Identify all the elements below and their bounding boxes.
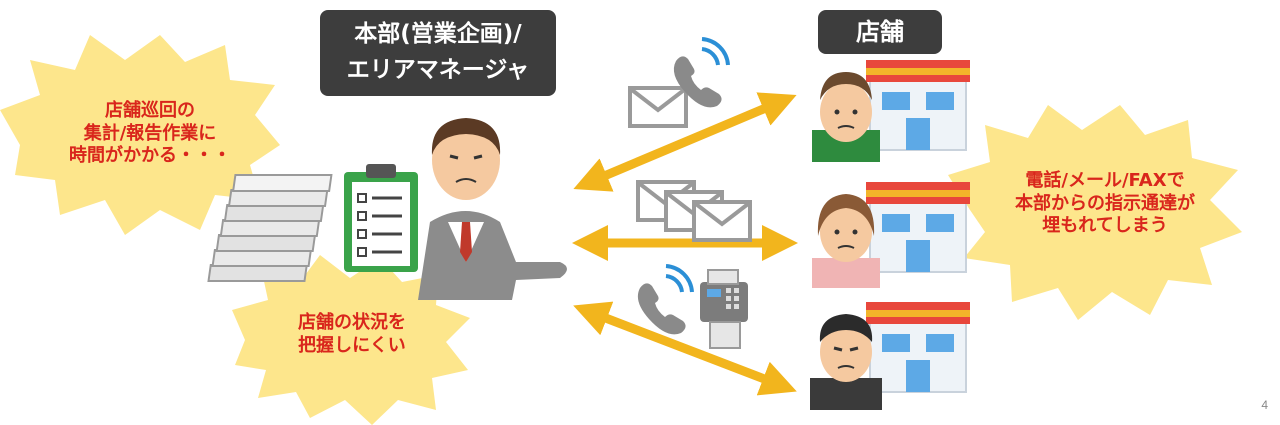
pain-right-line2: 本部からの指示通達が [1015, 192, 1195, 214]
arrow-store-3 [573, 301, 797, 396]
burst-left-top [0, 35, 280, 235]
store-staff-icon [812, 72, 880, 162]
paper-stack-icon [207, 174, 333, 282]
pain-left-bottom-line1: 店舗の状況を [298, 312, 406, 333]
pain-left-top: 店舗巡回の 集計/報告作業に 時間がかかる・・・ [50, 100, 250, 168]
pain-left-top-line1: 店舗巡回の [105, 100, 195, 121]
fax-icon [700, 269, 748, 349]
store-staff-icon [810, 314, 882, 410]
hq-label-line2: エリアマネージャ [346, 57, 530, 83]
store-icon [865, 59, 971, 151]
pain-right-line1: 電話/メール/FAXで [1025, 170, 1185, 191]
pain-left-bottom-line2: 把握しにくい [298, 334, 406, 356]
envelope-icon [692, 200, 752, 242]
pain-left-top-line3: 時間がかかる・・・ [69, 145, 231, 166]
envelope-icon [628, 86, 688, 128]
store-staff-icon [812, 194, 880, 288]
hq-label-line1: 本部(営業企画)/ [354, 21, 522, 47]
clipboard-icon [344, 164, 418, 272]
store-label-text: 店舗 [856, 18, 904, 46]
pain-right: 電話/メール/FAXで 本部からの指示通達が 埋もれてしまう [985, 170, 1225, 238]
page-number: 4 [1261, 398, 1268, 412]
burst-right [948, 105, 1242, 320]
pain-right-line3: 埋もれてしまう [1042, 215, 1168, 236]
phone-icon [635, 264, 694, 337]
arrow-store-1 [573, 92, 797, 192]
manager-person-icon [418, 118, 567, 300]
hq-label: 本部(営業企画)/ エリアマネージャ [320, 10, 556, 96]
store-label: 店舗 [818, 10, 942, 54]
store-icon [865, 181, 971, 273]
pain-left-bottom: 店舗の状況を 把握しにくい [262, 312, 442, 357]
burst-left-bottom [232, 255, 470, 425]
pain-left-top-line2: 集計/報告作業に [83, 122, 217, 144]
